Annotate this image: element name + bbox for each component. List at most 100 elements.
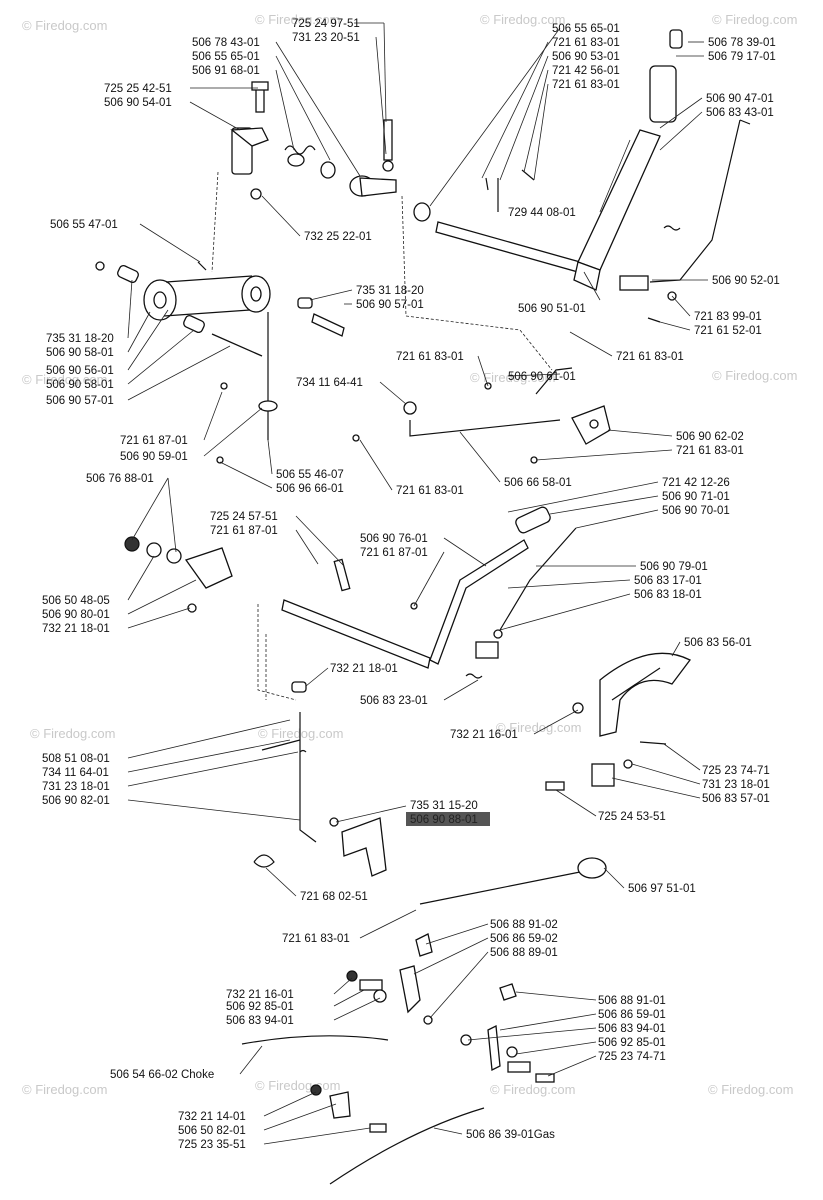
leader-l76: [429, 951, 489, 1019]
part-label-43: 506 76 88-01: [86, 473, 154, 485]
part-label-6: 725 25 42-51: [104, 83, 172, 95]
leader-l56: [127, 607, 191, 629]
leader-l26: [127, 279, 133, 339]
alignment-lines: [211, 171, 553, 701]
leader-l25: [659, 321, 691, 331]
part-label-71: 721 68 02-51: [300, 891, 368, 903]
watermark-8: © Firedog.com: [30, 726, 115, 741]
watermark-2: © Firedog.com: [255, 12, 340, 27]
leader-l03: [275, 41, 361, 177]
leader-l77: [333, 977, 353, 995]
leader-l33: [379, 381, 407, 405]
part-label-4: 506 55 65-01: [192, 51, 260, 63]
leader-l81: [499, 1013, 597, 1031]
bushing-b: [146, 542, 162, 558]
leader-l43b: [167, 477, 177, 553]
part-label-56: 732 21 18-01: [42, 623, 110, 635]
leader-l16: [659, 111, 703, 151]
bolt-head: [251, 81, 269, 91]
part-label-7: 506 90 54-01: [104, 97, 172, 109]
leader-l79: [333, 997, 381, 1021]
leader-l19: [139, 223, 201, 263]
part-label-11: 721 42 56-01: [552, 65, 620, 77]
leader-l63: [127, 751, 299, 787]
leader-l27: [127, 311, 151, 353]
part-label-89: 506 86 39-01Gas: [466, 1129, 555, 1141]
lever-spring: [465, 673, 483, 679]
throttle-end: [577, 857, 607, 879]
part-label-26: 735 31 18-20: [46, 333, 114, 345]
leader-l30: [127, 345, 231, 401]
part-label-85: 506 54 66-02 Choke: [110, 1069, 214, 1081]
leader-l82: [467, 1027, 597, 1041]
main-shaft: [435, 221, 581, 273]
part-label-66: 731 23 18-01: [702, 779, 770, 791]
pulley-right-hub: [250, 286, 262, 302]
rod-end: [739, 119, 751, 125]
pulley-axle: [211, 333, 263, 357]
part-label-54: 506 50 48-05: [42, 595, 110, 607]
cable-rod: [499, 527, 577, 631]
part-label-68: 725 24 53-51: [598, 811, 666, 823]
part-label-3: 506 78 43-01: [192, 37, 260, 49]
quadrant-block: [591, 763, 615, 787]
lever-base: [573, 261, 601, 291]
part-labels: 725 24 97-51 731 23 20-51 506 78 43-01 5…: [42, 18, 780, 1151]
rod-spring: [663, 225, 681, 231]
pulley-assembly: [95, 261, 345, 464]
leader-l69: [335, 805, 407, 823]
cable-plate-b: [507, 1061, 531, 1073]
part-label-28: 506 90 56-01: [46, 365, 114, 377]
part-label-15: 506 90 47-01: [706, 93, 774, 105]
cable-nut-a: [346, 970, 358, 982]
leader-l48: [295, 529, 319, 565]
belt-top: [165, 275, 253, 283]
part-label-55: 506 90 80-01: [42, 609, 110, 621]
bushing-dark-a: [124, 536, 140, 552]
leader-l84: [547, 1055, 597, 1077]
watermark-5: © Firedog.com: [22, 372, 107, 387]
leader-l24: [671, 295, 691, 317]
part-label-40: 506 96 66-01: [276, 483, 344, 495]
leader-l57: [671, 641, 681, 657]
part-label-65: 725 23 74-71: [702, 765, 770, 777]
part-label-8: 506 55 65-01: [552, 23, 620, 35]
leader-l10: [499, 55, 549, 181]
leader-l45: [549, 495, 659, 515]
cable-lever-a: [399, 965, 421, 1014]
part-label-36: 721 61 83-01: [676, 445, 744, 457]
part-label-44: 721 42 12-26: [662, 477, 730, 489]
part-label-18: 732 25 22-01: [304, 231, 372, 243]
leader-l80: [515, 991, 597, 1001]
quadrant-teeth: [611, 667, 661, 701]
lower-shaft-assembly: [124, 506, 691, 877]
lever-bolt: [333, 558, 351, 592]
pulley-pin: [95, 261, 105, 271]
gas-cable: [329, 1107, 485, 1185]
leader-l11: [523, 69, 549, 173]
part-label-31: 721 61 83-01: [616, 351, 684, 363]
watermark-14: © Firedog.com: [708, 1082, 793, 1097]
part-label-81: 506 86 59-01: [598, 1009, 666, 1021]
leader-l21: [309, 289, 353, 301]
quadrant-washer: [623, 759, 633, 769]
cable-plate-a: [359, 979, 383, 991]
watermark-10: © Firedog.com: [496, 720, 581, 735]
handle-lever: [577, 129, 661, 271]
leader-l65: [663, 743, 701, 771]
watermarks: © Firedog.com © Firedog.com © Firedog.co…: [22, 12, 797, 1097]
spring-part: [284, 145, 316, 155]
part-label-38: 506 90 59-01: [120, 451, 188, 463]
cable-clip-a: [415, 933, 433, 957]
watermark-7: © Firedog.com: [712, 368, 797, 383]
leader-l37: [203, 391, 223, 441]
part-label-24: 721 83 99-01: [694, 311, 762, 323]
part-label-37: 721 61 87-01: [120, 435, 188, 447]
highlighted-part-box: [406, 812, 490, 826]
leader-l86: [263, 1091, 317, 1117]
leader-l66: [631, 763, 701, 785]
part-label-59: 506 83 23-01: [360, 695, 428, 707]
leader-l87: [263, 1103, 337, 1131]
align-1: [211, 171, 219, 273]
leader-l31: [569, 331, 613, 357]
